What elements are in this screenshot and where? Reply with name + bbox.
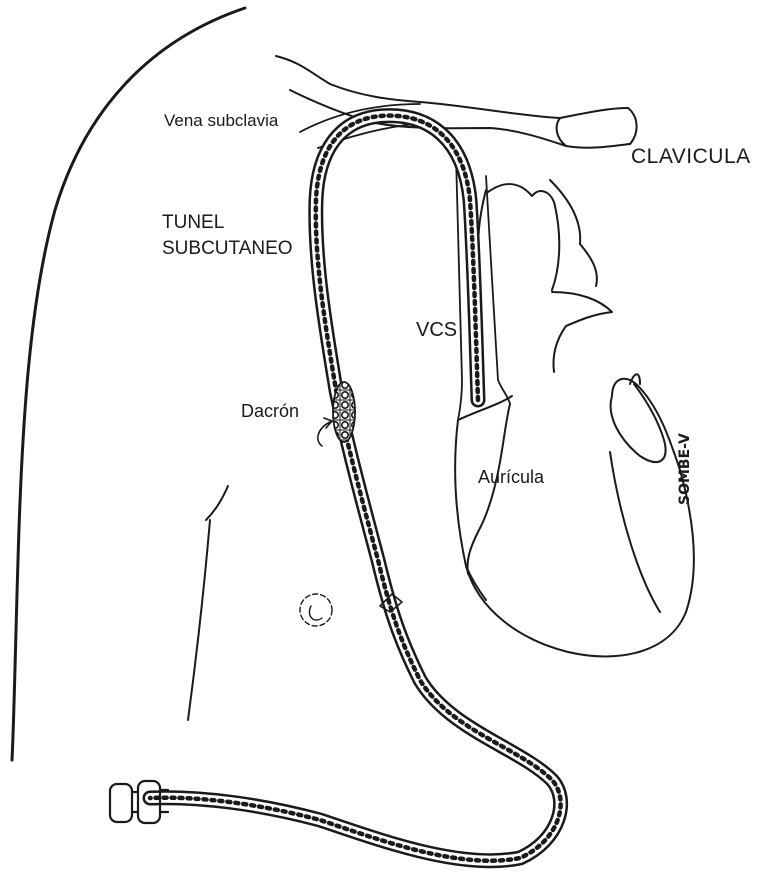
chest-fold-line xyxy=(188,486,228,720)
label-vcs: VCS xyxy=(416,320,457,340)
nipple-mark xyxy=(300,594,332,626)
label-clavicula: CLAVICULA xyxy=(631,146,751,167)
label-auricula: Aurícula xyxy=(478,468,544,486)
label-tunel-line1: TUNEL xyxy=(162,210,293,236)
label-dacron: Dacrón xyxy=(241,402,299,420)
catheter-hub xyxy=(110,781,168,823)
label-tunel-line2: SUBCUTANEO xyxy=(162,236,293,262)
label-vena-subclavia: Vena subclavia xyxy=(164,112,278,129)
dacron-cuff xyxy=(333,382,355,442)
artist-signature: SOMBE-V xyxy=(678,433,692,505)
dacron-arrow xyxy=(318,418,332,446)
label-tunel-subcutaneo: TUNEL SUBCUTANEO xyxy=(162,210,293,262)
